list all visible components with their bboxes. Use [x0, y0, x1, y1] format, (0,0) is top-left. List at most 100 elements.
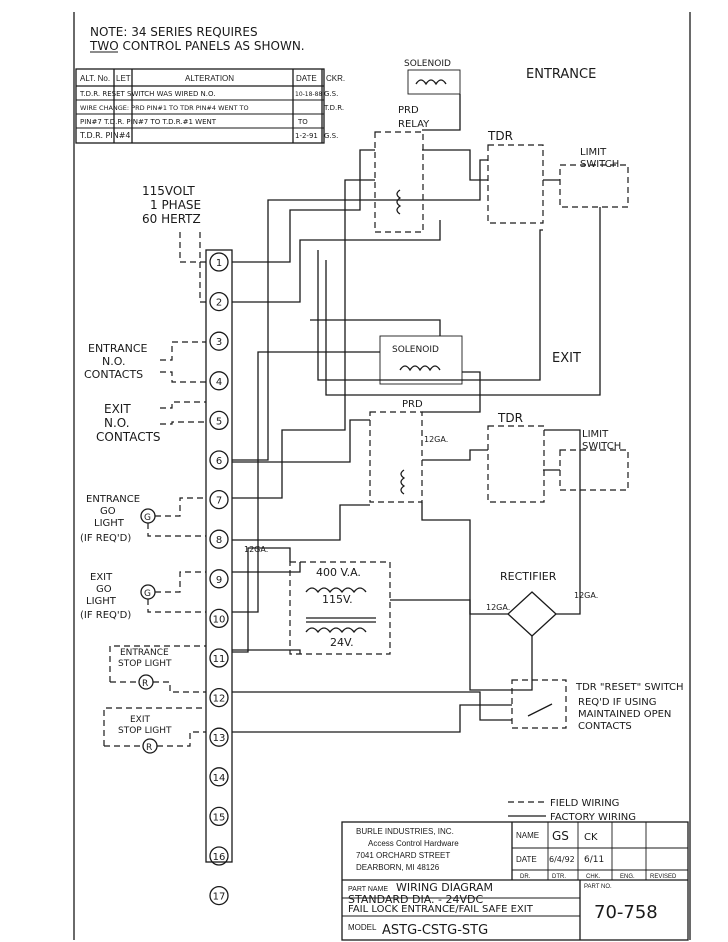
model-label: MODEL	[348, 923, 377, 932]
entrance-go-light-label-2: GO	[100, 506, 116, 517]
alt-header-alteration: ALTERATION	[185, 74, 234, 83]
entrance-contacts-label-3: CONTACTS	[84, 368, 143, 381]
drawing-number: 70-758	[594, 902, 658, 923]
part-no-label: PART NO.	[584, 884, 612, 890]
alt-row-4-date: 1-2-91	[295, 132, 318, 140]
terminal-13	[209, 727, 229, 747]
entrance-contacts-label-1: ENTRANCE	[88, 342, 148, 355]
prd-mid-gauge: 12GA.	[424, 435, 448, 444]
eng-label: ENG.	[620, 874, 635, 880]
terminal-12	[209, 687, 229, 708]
power-frequency: 60 HERTZ	[142, 212, 201, 226]
tdr-mid	[487, 425, 545, 503]
rectifier-gauge-left: 12GA.	[486, 603, 510, 612]
terminal-label-11: 11	[213, 654, 226, 665]
terminal-label-6: 6	[216, 456, 222, 467]
terminal-label-15: 15	[213, 812, 226, 823]
wire-gauge-left: 12GA.	[244, 545, 268, 554]
terminal-label-8: 8	[216, 535, 222, 546]
terminal-label-1: 1	[216, 258, 222, 269]
company-division: Access Control Hardware	[368, 839, 459, 848]
terminal-8	[209, 529, 229, 549]
name-ck: CK	[584, 832, 598, 843]
part-name-line2: STANDARD DIA. - 24VDC	[348, 893, 484, 906]
entrance-go-light-g: G	[144, 513, 151, 523]
exit-contacts-label-2: N.O.	[104, 416, 130, 430]
terminal-6	[209, 450, 229, 470]
alt-row-2-ckr: T.D.R.	[323, 104, 344, 112]
exit-stop-light-r: R	[146, 743, 152, 753]
prd-relay-top	[374, 131, 424, 233]
power-voltage: 115VOLT	[142, 184, 195, 198]
legend-field-label: FIELD WIRING	[550, 798, 619, 809]
terminal-label-5: 5	[216, 416, 222, 427]
chk-label: CHK.	[586, 874, 601, 880]
solenoid-top	[407, 69, 461, 95]
solenoid-mid-label: SOLENOID	[392, 345, 439, 355]
prd-relay-label-2: RELAY	[398, 119, 430, 130]
company-city: DEARBORN, MI 48126	[356, 863, 440, 872]
solenoid-top-label: SOLENOID	[404, 59, 451, 69]
terminal-label-7: 7	[216, 496, 222, 507]
prd-mid-label: PRD	[402, 399, 423, 410]
terminal-11	[209, 648, 229, 668]
exit-section-title: EXIT	[552, 351, 581, 366]
exit-contacts-label-3: CONTACTS	[96, 430, 161, 444]
alt-row-1: T.D.R. RESET SWITCH WAS WIRED N.O.	[79, 90, 215, 98]
limit-switch-top-label-1: LIMIT	[580, 147, 607, 158]
limit-switch-mid	[559, 449, 629, 491]
transformer: 400 V.A. 115V. 24V.	[289, 561, 391, 655]
terminal-17	[209, 885, 229, 906]
solenoid-top-coil	[415, 79, 447, 86]
name-label: NAME	[516, 831, 539, 840]
terminal-5	[209, 410, 229, 431]
terminal-label-3: 3	[216, 337, 222, 348]
tdr-reset-switch	[511, 679, 567, 729]
terminal-label-2: 2	[216, 298, 222, 309]
entrance-go-light-label-3: LIGHT	[94, 518, 125, 529]
alteration-table: ALT. No. LET ALTERATION DATE CKR. T.D.R.…	[75, 68, 345, 144]
exit-contacts-label-1: EXIT	[104, 402, 131, 416]
alt-row-2: WIRE CHANGE: PRD PIN#1 TO TDR PIN#4 WENT…	[80, 104, 249, 112]
transformer-secondary: 24V.	[330, 636, 354, 649]
entrance-stop-light-label-2: STOP LIGHT	[118, 659, 172, 669]
note-line-1: NOTE: 34 SERIES REQUIRES	[90, 25, 258, 39]
terminal-7	[209, 489, 229, 510]
tdr-top-label: TDR	[487, 129, 513, 143]
note-line-2: TWO CONTROL PANELS AS SHOWN.	[89, 39, 305, 53]
terminal-10	[209, 608, 229, 629]
terminal-label-12: 12	[213, 694, 226, 705]
terminal-label-16: 16	[213, 852, 226, 863]
revised-label: REVISED	[650, 874, 677, 880]
exit-go-light-label-4: (IF REQ'D)	[80, 610, 131, 621]
rectifier-bridge	[507, 591, 557, 637]
alt-header-ckr: CKR.	[326, 74, 345, 83]
company-name: BURLE INDUSTRIES, INC.	[356, 827, 454, 836]
exit-go-light-g: G	[144, 589, 151, 599]
terminal-16	[209, 846, 229, 866]
terminal-2	[209, 291, 229, 312]
reset-switch-note-1: TDR "RESET" SWITCH	[575, 682, 684, 693]
exit-go-light-label-1: EXIT	[90, 572, 113, 583]
terminal-14	[209, 767, 229, 787]
solenoid-mid	[379, 335, 463, 385]
dtr-label: DTR.	[552, 874, 566, 880]
entrance-go-light-label-1: ENTRANCE	[86, 494, 140, 505]
limit-switch-mid-label-2: SWITCH	[582, 441, 621, 452]
terminal-4	[209, 371, 229, 391]
alt-header-date: DATE	[296, 74, 317, 83]
solenoid-mid-coil	[399, 365, 441, 372]
alt-header-no: ALT. No.	[80, 74, 110, 83]
company-street: 7041 ORCHARD STREET	[356, 851, 450, 860]
entrance-contacts-label-2: N.O.	[102, 355, 125, 368]
date-value: 6/4/92	[549, 855, 575, 864]
reset-switch-note-3: MAINTAINED OPEN	[578, 709, 671, 720]
entrance-stop-light-label-1: ENTRANCE	[120, 648, 169, 658]
terminal-label-4: 4	[216, 377, 222, 388]
tdr-mid-label: TDR	[497, 411, 523, 425]
terminal-9	[209, 569, 229, 589]
transformer-va: 400 V.A.	[316, 566, 361, 579]
terminal-3	[209, 331, 229, 351]
